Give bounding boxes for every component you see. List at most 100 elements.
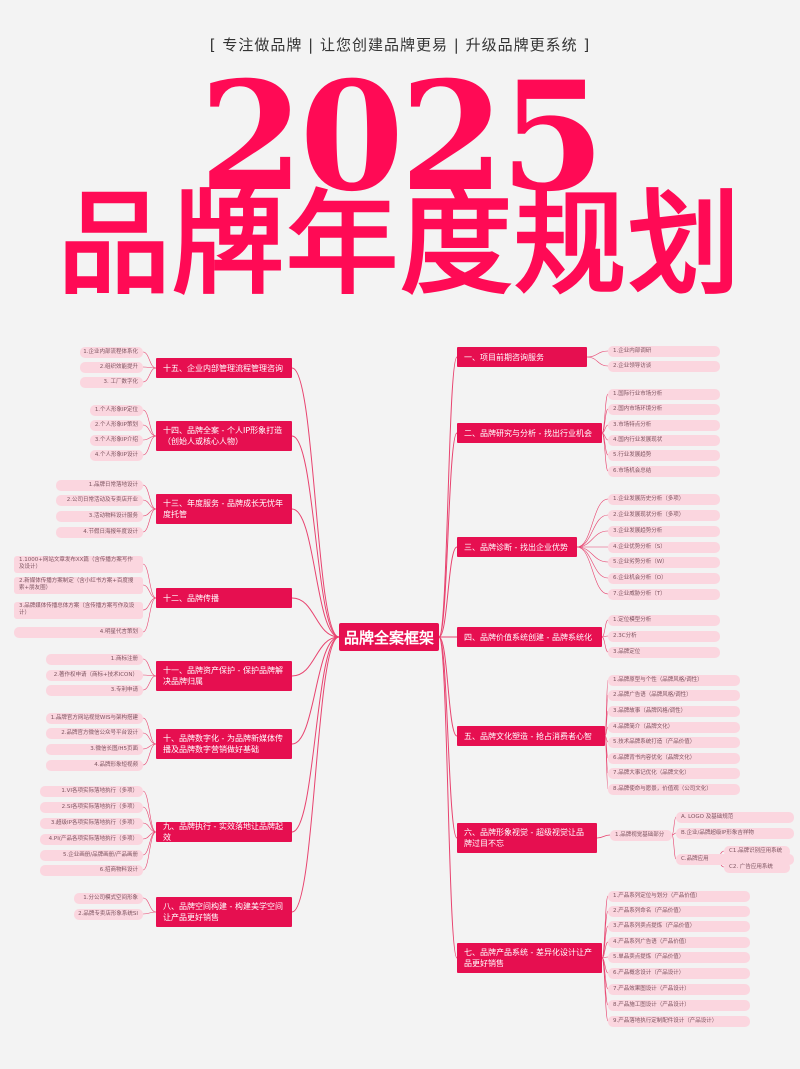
connector-line [142, 409, 157, 437]
leaf-node: B.企业/品牌超级IP形象吉祥物 [676, 828, 794, 839]
leaf-node: C1.品牌识别应用系统 [724, 846, 790, 857]
leaf-node: 2.3C分析 [608, 631, 720, 642]
leaf-node: 2.新媒体传播方案制定（含小红书方案+百度搜索+朋友圈） [14, 576, 143, 594]
connector-line [291, 508, 340, 638]
leaf-node: 7.品牌大事记优化（品牌文化） [608, 768, 740, 779]
connector-line [142, 435, 157, 441]
connector-line [576, 546, 609, 595]
connector-line [142, 790, 157, 833]
leaf-node: 1.品牌官方网站视觉WIS与架构搭建 [46, 712, 143, 724]
branch-node: 九、品牌执行 - 实效落地让品牌起效 [156, 822, 292, 842]
leaf-node: 4.品牌简介（品牌文化） [608, 722, 740, 733]
connector-line [576, 498, 609, 548]
leaf-node: 4.产品系列广告语（产品价值） [608, 937, 750, 948]
branch-node: 十一、品牌资产保护 - 保护品牌解决品牌归属 [156, 661, 292, 691]
connector-line [142, 366, 157, 369]
connector-line [576, 546, 609, 579]
connector-line [576, 530, 609, 548]
branch-node: 八、品牌空间构建 - 构建美学空间让产品更好销售 [156, 897, 292, 927]
leaf-node: 6.产品概念设计（产品设计） [608, 968, 750, 979]
leaf-node: 4.明星代言策划 [14, 626, 143, 638]
leaf-node: 5.企业画册/品牌画册/产品画册 [40, 849, 143, 861]
connector-line [586, 350, 609, 358]
connector-line [601, 424, 609, 434]
leaf-node: 7.企业威胁分析（T） [608, 589, 720, 600]
leaf-node: 6.市场机会总结 [608, 466, 720, 477]
connector-line [576, 546, 609, 563]
leaf-node: 4.个人形象IP设计 [90, 449, 143, 461]
leaf-node: 5.行业发展趋势 [608, 450, 720, 461]
connector-line [438, 432, 458, 638]
leaf-node: 1.品牌原型与个性（品牌风格/调性） [608, 675, 740, 686]
leaf-node: 3.市场特点分析 [608, 420, 720, 431]
leaf-node: 1.商标注册 [46, 653, 143, 665]
leaf-node: 3.活动物料设计服务 [56, 510, 143, 522]
branch-node: 三、品牌诊断 - 找出企业优势 [457, 537, 577, 557]
connector-line [586, 356, 609, 367]
page-title: 品牌年度规划 [58, 180, 742, 310]
connector-line [142, 351, 157, 369]
leaf-node: 5.企业劣势分析（W） [608, 557, 720, 568]
connector-line [142, 367, 157, 383]
connector-line [142, 499, 157, 510]
leaf-node: 8.产品施工图设计（产品设计） [608, 1000, 750, 1011]
leaf-node: 2.品牌官方微信公众号平台设计 [46, 727, 143, 739]
connector-line [438, 546, 458, 638]
connector-line [142, 658, 157, 677]
leaf-node: 3.品牌定位 [608, 647, 720, 658]
connector-line [142, 806, 157, 833]
leaf-node: 1.企业内部调研 [608, 346, 720, 357]
leaf-node: 2.企业发展现状分析（多项） [608, 510, 720, 521]
connector-line [601, 636, 609, 653]
connector-line [142, 743, 157, 750]
connector-line [604, 735, 609, 790]
leaf-node: A. LOGO 及基础规范 [676, 812, 794, 823]
connector-line [291, 367, 340, 638]
leaf-node: 2.国内市场环境分析 [608, 404, 720, 415]
connector-line [142, 897, 157, 913]
leaf-node: 7.产品效果图设计（产品设计） [608, 984, 750, 995]
connector-line [291, 636, 340, 913]
leaf-node: 9.产品落地执行定制配件设计（产品设计） [608, 1016, 750, 1027]
connector-line [604, 726, 609, 737]
connector-line [671, 816, 677, 836]
connector-line [601, 393, 609, 434]
connector-line [142, 822, 157, 833]
branch-node: 十三、年度服务 - 品牌成长无忧年度托管 [156, 494, 292, 524]
connector-line [142, 597, 157, 633]
leaf-node: 3.产品系列卖点提炼（产品价值） [608, 921, 750, 932]
leaf-node: 3.企业发展趋势分析 [608, 526, 720, 537]
branch-node: 十四、品牌全案 - 个人IP形象打造（创始人或核心人物） [156, 421, 292, 451]
leaf-node: 4.节假日海报年度设计 [56, 526, 143, 538]
connector-line [142, 508, 157, 533]
connector-line [601, 408, 609, 434]
connector-line [438, 636, 458, 959]
connector-line [671, 834, 677, 860]
connector-line [596, 834, 611, 839]
leaf-node: 6.品牌背书内容优化（品牌文化） [608, 753, 740, 764]
leaf-node: 3.品牌媒体传播总体方案（含传播方案写作及设计） [14, 601, 143, 619]
leaf-node: 2.品牌专卖店形象系统SI [74, 908, 143, 920]
leaf-node: 1.产品系列定位与划分（产品价值） [608, 891, 750, 902]
connector-line [438, 356, 458, 638]
leaf-node: 2.SI各项实际落地执行（多项） [40, 801, 143, 813]
center-node: 品牌全案框架 [339, 623, 439, 651]
branch-node: 七、品牌产品系统 - 差异化设计让产品更好销售 [457, 943, 602, 973]
connector-line [671, 832, 677, 836]
connector-line [601, 619, 609, 638]
connector-line [291, 636, 340, 745]
leaf-node: 3. 工厂数字化 [80, 376, 143, 388]
leaf-node: 8.品牌使命与愿景，价值观（公司文化） [608, 784, 740, 795]
leaf-node: 2.著作权申请（商标+技术ICON） [46, 669, 143, 681]
leaf-node: 6.招商物料设计 [40, 864, 143, 876]
leaf-node: 3.品牌故事（品牌风格/调性） [608, 706, 740, 717]
leaf-node: 1.品牌视觉基础部分 [610, 830, 672, 841]
connector-line [142, 435, 157, 456]
connector-line [142, 424, 157, 437]
connector-line [601, 925, 609, 959]
leaf-node: 3.专利申请 [46, 684, 143, 696]
connector-line [601, 941, 609, 959]
leaf-node: 1.企业内部流程体系化 [80, 346, 143, 358]
leaf-node: 5.单品卖点提炼（产品价值） [608, 952, 750, 963]
leaf-node: 4.企业优势分析（S） [608, 542, 720, 553]
